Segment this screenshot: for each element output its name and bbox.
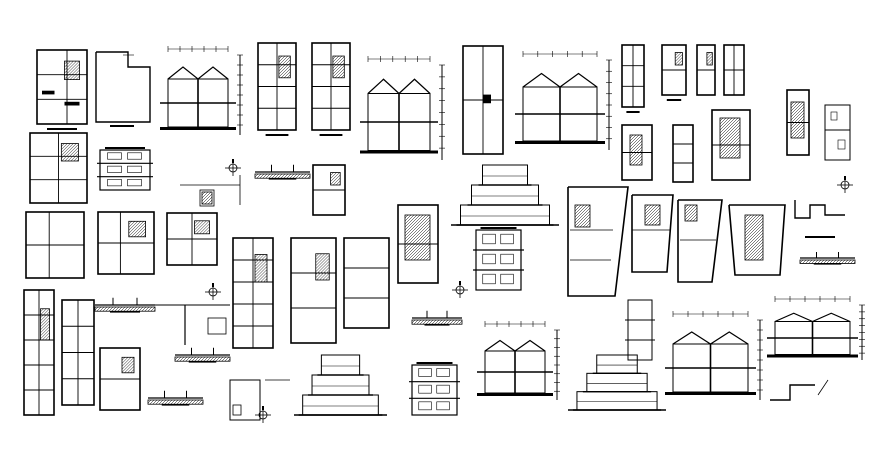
wall-detail-3 — [770, 379, 829, 401]
floor-plan-16 — [97, 211, 155, 275]
tapered-plan-1 — [567, 186, 629, 297]
floor-plan-3 — [311, 42, 351, 136]
north-arrow-4 — [255, 406, 271, 423]
hatched-plan-2 — [629, 134, 643, 166]
wall-detail-1 — [155, 304, 230, 345]
building-section-4 — [477, 321, 560, 400]
floor-plan-17 — [166, 212, 218, 266]
floor-plan-24 — [99, 347, 141, 411]
north-arrow-1 — [225, 159, 241, 176]
floor-plan-8 — [723, 44, 745, 96]
floor-plan-19 — [290, 237, 337, 344]
floor-plan-10 — [621, 124, 653, 181]
floor-plan-20 — [343, 237, 390, 329]
tapered-plan-3 — [677, 199, 723, 283]
site-plan-1 — [95, 51, 151, 127]
floor-plan-18 — [232, 237, 274, 349]
foundation-detail-3 — [94, 297, 156, 313]
north-arrow-3 — [205, 283, 221, 300]
floor-plan-22 — [23, 289, 55, 416]
building-section-3 — [515, 51, 612, 150]
front-elevation-3 — [409, 362, 460, 416]
building-section-1 — [160, 46, 243, 135]
floor-plan-1 — [36, 49, 88, 130]
foundation-detail-2 — [799, 252, 856, 265]
north-arrow-2 — [837, 176, 853, 193]
tapered-plan-4 — [728, 204, 786, 276]
floor-plan-2 — [257, 42, 297, 136]
stepped-facade-1 — [451, 164, 559, 226]
tapered-plan-2 — [631, 194, 674, 273]
building-section-5 — [665, 311, 763, 400]
front-elevation-2 — [473, 227, 524, 291]
stepped-facade-3 — [568, 354, 666, 411]
wall-detail-2 — [229, 379, 290, 421]
foundation-detail-4 — [174, 347, 231, 363]
building-section-2 — [360, 56, 445, 160]
floor-plan-15 — [25, 211, 85, 279]
floor-plan-5 — [621, 44, 645, 113]
floor-plan-12 — [711, 109, 751, 181]
floor-plan-11 — [672, 124, 694, 183]
floor-plan-4 — [462, 45, 504, 155]
stepped-facade-2 — [294, 354, 387, 416]
detail-block-1 — [180, 175, 241, 207]
floor-plan-13 — [29, 132, 88, 204]
site-plan-2 — [794, 200, 845, 238]
foundation-detail-5 — [147, 390, 204, 406]
north-arrow-5 — [452, 281, 468, 298]
tower-elevation-1 — [625, 299, 655, 361]
elevation-small-1 — [824, 104, 851, 161]
foundation-detail-1 — [254, 164, 311, 180]
hatched-plan-4 — [404, 214, 431, 261]
floor-plan-23 — [61, 299, 95, 406]
hatched-plan-1 — [790, 101, 805, 139]
hatched-plan-3 — [719, 117, 741, 159]
front-elevation-1 — [97, 147, 153, 191]
floor-plan-14 — [312, 164, 346, 216]
floor-plan-7 — [696, 44, 716, 96]
floor-plan-6 — [661, 44, 687, 101]
building-section-6 — [767, 296, 865, 360]
foundation-detail-6 — [411, 310, 463, 326]
